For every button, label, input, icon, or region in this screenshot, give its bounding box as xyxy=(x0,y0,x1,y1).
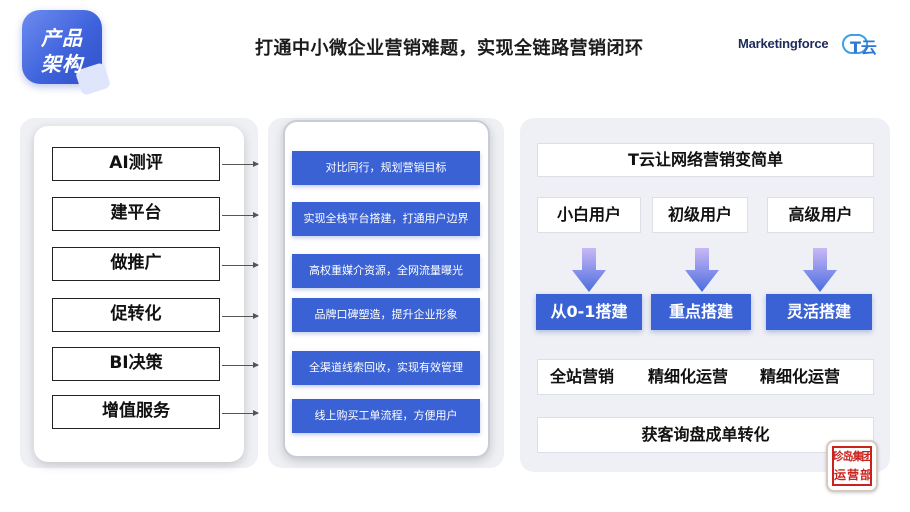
ops-refined-operation: 精细化运营 xyxy=(648,367,729,386)
build-flexible: 灵活搭建 xyxy=(766,294,872,330)
connector-arrow xyxy=(222,313,259,319)
company-seal: 珍 岛 集 团 运 营 部 xyxy=(826,440,878,492)
section-badge: 产品 架构 xyxy=(22,10,112,96)
ops-full-site-marketing: 全站营销 xyxy=(550,367,615,386)
down-arrow-icon xyxy=(803,248,837,292)
down-arrow-icon xyxy=(685,248,719,292)
seal-char: 营 xyxy=(846,468,859,482)
connector-arrow xyxy=(222,362,259,368)
ops-refined-operation-2: 精细化运营 xyxy=(760,367,841,386)
build-key: 重点搭建 xyxy=(651,294,751,330)
seal-char: 团 xyxy=(861,450,873,463)
page-title: 打通中小微企业营销难题，实现全链路营销闭环 xyxy=(255,38,644,59)
seal-border: 珍 岛 集 团 运 营 部 xyxy=(832,446,873,486)
cloud-icon xyxy=(842,34,868,54)
tyun-logo-text: T云 xyxy=(850,38,877,57)
connector-arrow xyxy=(222,410,259,416)
feature-brand: 品牌口碑塑造，提升企业形象 xyxy=(292,298,480,332)
seal-char: 集 xyxy=(852,450,864,463)
module-value-added: 增值服务 xyxy=(52,395,220,429)
seal-char: 部 xyxy=(859,468,872,482)
conversion-box: 获客询盘成单转化 xyxy=(537,417,874,453)
user-advanced: 高级用户 xyxy=(767,197,874,233)
marketingforce-logo: Marketingforce xyxy=(738,36,829,51)
module-bi-decision: BI决策 xyxy=(52,347,220,381)
tyun-logo: T云 xyxy=(842,30,882,58)
seal-char: 岛 xyxy=(842,450,854,463)
module-ai-evaluation: AI测评 xyxy=(52,147,220,181)
right-panel-title: T云让网络营销变简单 xyxy=(537,143,874,177)
feature-lead-recovery: 全渠道线索回收，实现有效管理 xyxy=(292,351,480,385)
seal-char: 运 xyxy=(833,468,846,482)
module-promotion: 做推广 xyxy=(52,247,220,281)
feature-online-order: 线上购买工单流程，方便用户 xyxy=(292,399,480,433)
feature-benchmark: 对比同行，规划营销目标 xyxy=(292,151,480,185)
operations-box: 全站营销 精细化运营 精细化运营 xyxy=(537,359,874,395)
feature-media-exposure: 高权重媒介资源，全网流量曝光 xyxy=(292,254,480,288)
feature-full-stack: 实现全栈平台搭建，打通用户边界 xyxy=(292,202,480,236)
build-from-zero: 从0-1搭建 xyxy=(536,294,642,330)
user-beginner: 小白用户 xyxy=(537,197,641,233)
down-arrow-icon xyxy=(572,248,606,292)
module-conversion: 促转化 xyxy=(52,298,220,332)
connector-arrow xyxy=(222,161,259,167)
badge-line-2: 架构 xyxy=(41,52,83,76)
user-junior: 初级用户 xyxy=(652,197,748,233)
seal-char: 珍 xyxy=(832,450,844,463)
connector-arrow xyxy=(222,262,259,268)
connector-arrow xyxy=(222,212,259,218)
module-build-platform: 建平台 xyxy=(52,197,220,231)
badge-line-1: 产品 xyxy=(41,26,83,50)
